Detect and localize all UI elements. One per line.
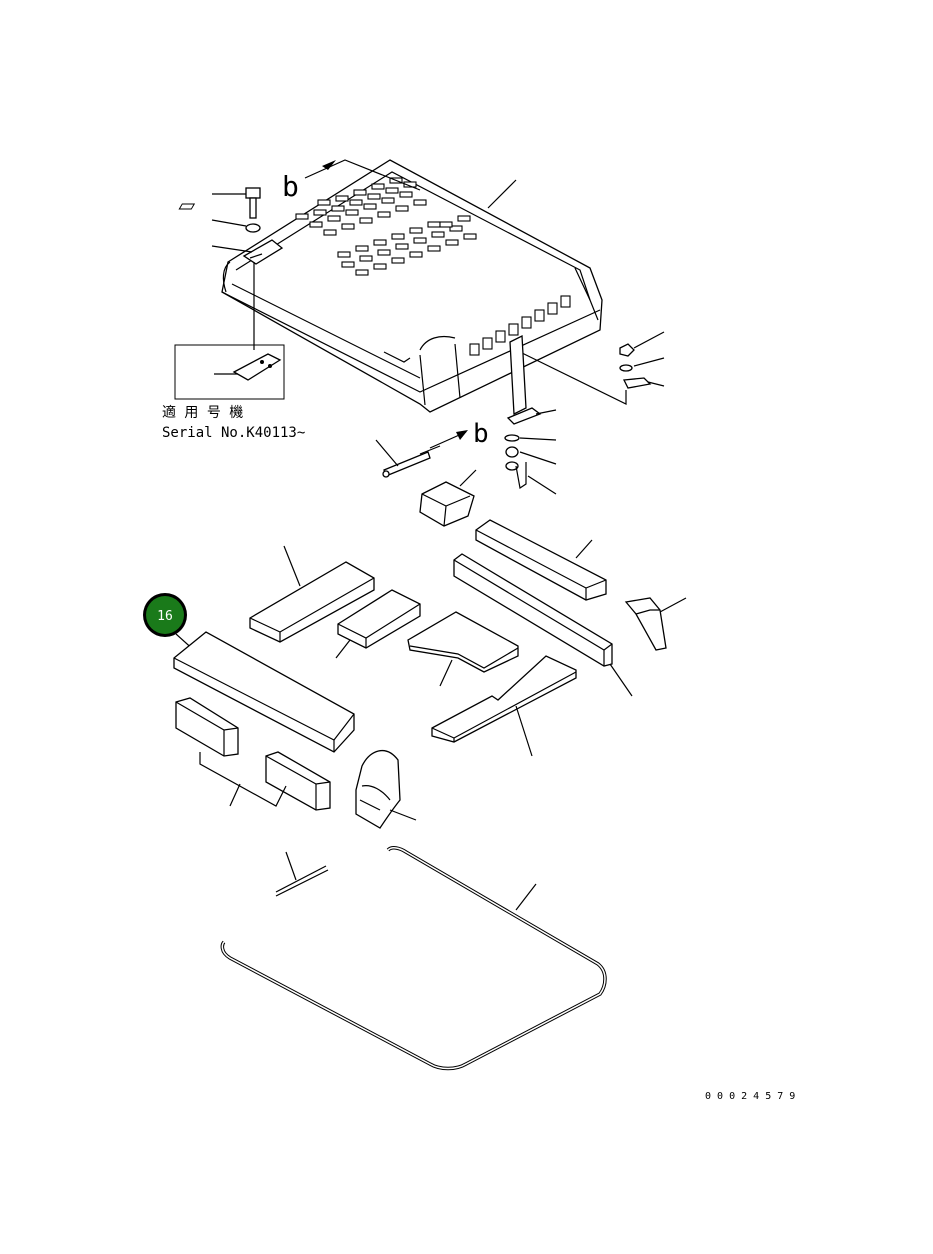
right-hardware (519, 331, 665, 405)
hinge-bracket (504, 334, 557, 495)
pad-small-block (419, 469, 477, 527)
latch-bracket (242, 239, 284, 265)
pad-center-small (335, 589, 421, 659)
pad-curved-corner (355, 750, 417, 829)
pad-blocks-leader (199, 752, 287, 807)
stay-rod (375, 439, 441, 478)
serial-note-jp: 適 用 号 機 (162, 404, 243, 421)
bolt (245, 187, 261, 219)
pad-center-right-long (453, 553, 633, 697)
pad-upper-center (249, 545, 375, 643)
drawing-number: 0 0 0 2 4 5 7 9 (705, 1091, 795, 1102)
pad-upper-right-long (475, 519, 607, 601)
view-arrow-mid: b (429, 419, 489, 449)
pad-lower-center-l (431, 655, 577, 757)
washer (245, 223, 261, 233)
serial-note: Serial No.K40113~ (162, 425, 305, 441)
view-label-top: b (282, 170, 299, 203)
hood-side-vents (469, 295, 571, 356)
view-arrow-top: b (282, 159, 421, 203)
callout-number: 16 (157, 609, 173, 624)
short-seal-strip (275, 851, 329, 897)
pad-left-block-b (265, 751, 331, 811)
pad-left-long[interactable] (173, 631, 355, 753)
view-label-mid: b (473, 419, 489, 449)
serial-inset-box (174, 344, 285, 400)
pad-left-block-a (175, 697, 239, 757)
callout-badge[interactable]: 16 (143, 593, 187, 637)
pad-right-wedge (624, 597, 687, 651)
perimeter-seal (220, 846, 607, 1071)
engine-hood-cover (221, 159, 603, 413)
hood-vent-slots-rear (178, 177, 427, 236)
pad-center-wedge (407, 611, 519, 687)
hood-vent-slots-front (337, 215, 477, 276)
